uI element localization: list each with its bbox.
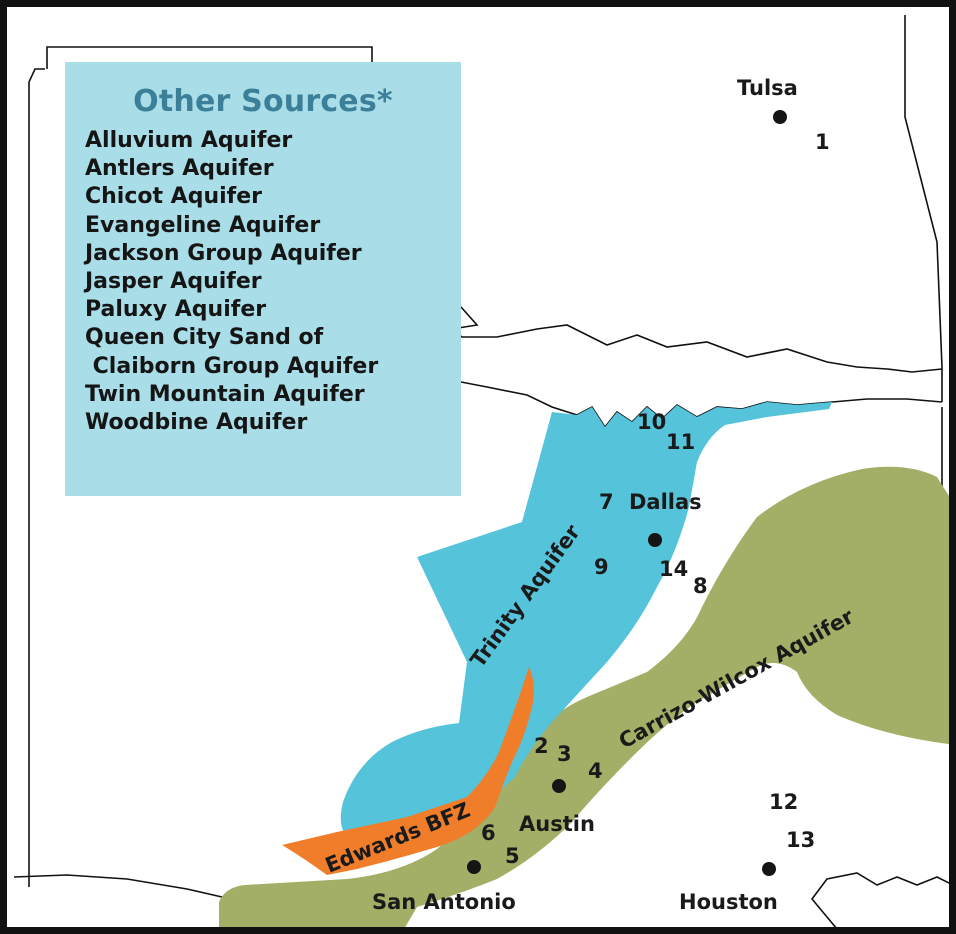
legend-item: Chicot Aquifer [85, 184, 262, 210]
city-label-tulsa: Tulsa [737, 76, 798, 100]
city-label-houston: Houston [679, 890, 778, 914]
site-number-label: 1 [815, 130, 830, 154]
site-number-label: 2 [534, 734, 549, 758]
city-marker-austin [552, 779, 566, 793]
oklahoma-east-boundary [904, 15, 943, 402]
site-number-label: 10 [637, 410, 666, 434]
red-river-north-bank [450, 306, 943, 373]
site-number-label: 13 [786, 828, 815, 852]
city-label-dallas: Dallas [629, 490, 702, 514]
carrizo-wilcox-aquifer-region [219, 466, 949, 927]
site-number-label: 11 [666, 430, 695, 454]
legend-item: Jasper Aquifer [85, 269, 262, 295]
site-number-label: 6 [481, 821, 496, 845]
city-marker-dallas [648, 533, 662, 547]
legend-item: Antlers Aquifer [85, 156, 274, 182]
legend-title: Other Sources* [133, 84, 393, 119]
legend-item: Paluxy Aquifer [85, 297, 267, 323]
site-number-label: 5 [505, 844, 520, 868]
site-number-label: 9 [594, 555, 609, 579]
city-marker-houston [762, 862, 776, 876]
legend-item: Alluvium Aquifer [85, 128, 293, 153]
legend-item: Claiborn Group Aquifer [85, 353, 379, 379]
oklahoma-north-boundary [46, 46, 373, 69]
legend-item: Jackson Group Aquifer [85, 240, 362, 266]
trinity-aquifer-region [340, 402, 832, 837]
legend-item: Twin Mountain Aquifer [85, 381, 365, 407]
site-number-label: 8 [693, 574, 708, 598]
city-label-san-antonio: San Antonio [372, 890, 516, 914]
site-number-label: 12 [769, 790, 798, 814]
legend-item: Evangeline Aquifer [85, 212, 321, 238]
site-number-label: 7 [599, 490, 614, 514]
legend-item: Queen City Sand of [85, 325, 324, 351]
city-marker-san-antonio [467, 860, 481, 874]
city-label-austin: Austin [519, 812, 595, 836]
legend-item: Woodbine Aquifer [85, 410, 308, 436]
coastline-west [13, 874, 223, 898]
coastline-east [810, 872, 949, 927]
site-number-label: 3 [557, 742, 572, 766]
site-number-label: 14 [659, 557, 688, 581]
site-number-label: 4 [588, 759, 603, 783]
city-marker-tulsa [773, 110, 787, 124]
edwards-bfz-aquifer-region [282, 667, 534, 875]
texas-west-boundary [28, 68, 45, 887]
